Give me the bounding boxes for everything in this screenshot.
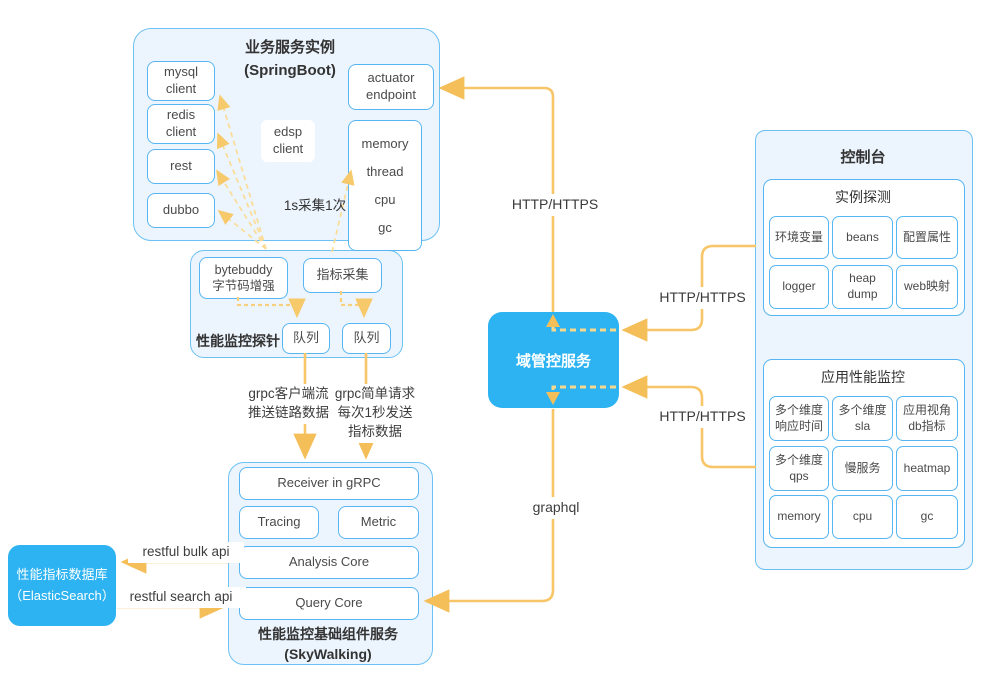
domain-service-box: 域管控服务 xyxy=(488,312,619,408)
node-metric-collect: 指标采集 xyxy=(303,258,382,293)
probe-label: 性能监控探针 xyxy=(196,333,280,349)
node-rest: rest xyxy=(147,149,215,184)
node-metric: Metric xyxy=(338,506,419,539)
cell-env-vars: 环境变量 xyxy=(769,216,829,259)
cell-slow-service: 慢服务 xyxy=(832,446,893,491)
cell-sla: 多个维度 sla xyxy=(832,396,893,441)
cell-memory: memory xyxy=(769,495,829,539)
bulk-api-label: restful bulk api xyxy=(128,542,244,563)
search-api-label: restful search api xyxy=(116,587,246,608)
http-mid-label: HTTP/HTTPS xyxy=(654,287,751,309)
node-receiver-grpc: Receiver in gRPC xyxy=(239,467,419,500)
node-jvm-metrics: memory thread cpu gc xyxy=(348,120,422,251)
cell-resp-time: 多个维度 响应时间 xyxy=(769,396,829,441)
apm-title: 应用性能监控 xyxy=(821,369,905,385)
cell-gc: gc xyxy=(896,495,958,539)
node-edsp-client: edsp client xyxy=(261,120,315,162)
node-redis-client: redis client xyxy=(147,104,215,144)
metric-memory: memory xyxy=(361,135,409,151)
metric-thread: thread xyxy=(366,163,404,179)
node-queue-right: 队列 xyxy=(342,323,391,354)
metric-cpu: cpu xyxy=(374,192,396,208)
node-mysql-client: mysql client xyxy=(147,61,215,101)
collect-interval-note: 1s采集1次 xyxy=(283,198,347,213)
node-analysis-core: Analysis Core xyxy=(239,546,419,579)
springboot-title: 业务服务实例 (SpringBoot) xyxy=(244,39,336,80)
grpc-stream-label: grpc客户端流 推送链路数据 xyxy=(239,384,338,424)
graphql-label: graphql xyxy=(524,497,588,519)
elasticsearch-box: 性能指标数据库 （ElasticSearch） xyxy=(8,545,116,626)
cell-qps: 多个维度 qps xyxy=(769,446,829,491)
metric-gc: gc xyxy=(378,220,392,236)
instance-probe-title: 实例探测 xyxy=(835,189,891,205)
skywalking-caption: 性能监控基础组件服务 (SkyWalking) xyxy=(258,626,398,663)
cell-config-props: 配置属性 xyxy=(896,216,958,259)
cell-heap-dump: heap dump xyxy=(832,265,893,309)
node-dubbo: dubbo xyxy=(147,193,215,228)
cell-beans: beans xyxy=(832,216,893,259)
node-bytebuddy: bytebuddy 字节码增强 xyxy=(199,257,288,299)
node-actuator-endpoint: actuator endpoint xyxy=(348,64,434,110)
node-tracing: Tracing xyxy=(239,506,319,539)
cell-db-metrics: 应用视角 db指标 xyxy=(896,396,958,441)
node-queue-left: 队列 xyxy=(282,323,330,354)
cell-heatmap: heatmap xyxy=(896,446,958,491)
console-title: 控制台 xyxy=(840,149,886,166)
cell-logger: logger xyxy=(769,265,829,309)
node-query-core: Query Core xyxy=(239,587,419,620)
http-top-label: HTTP/HTTPS xyxy=(506,194,604,216)
grpc-simple-label: grpc简单请求 每次1秒发送 指标数据 xyxy=(330,384,420,443)
http-bottom-label: HTTP/HTTPS xyxy=(654,406,751,428)
cell-web-mapping: web映射 xyxy=(896,265,958,309)
cell-cpu: cpu xyxy=(832,495,893,539)
